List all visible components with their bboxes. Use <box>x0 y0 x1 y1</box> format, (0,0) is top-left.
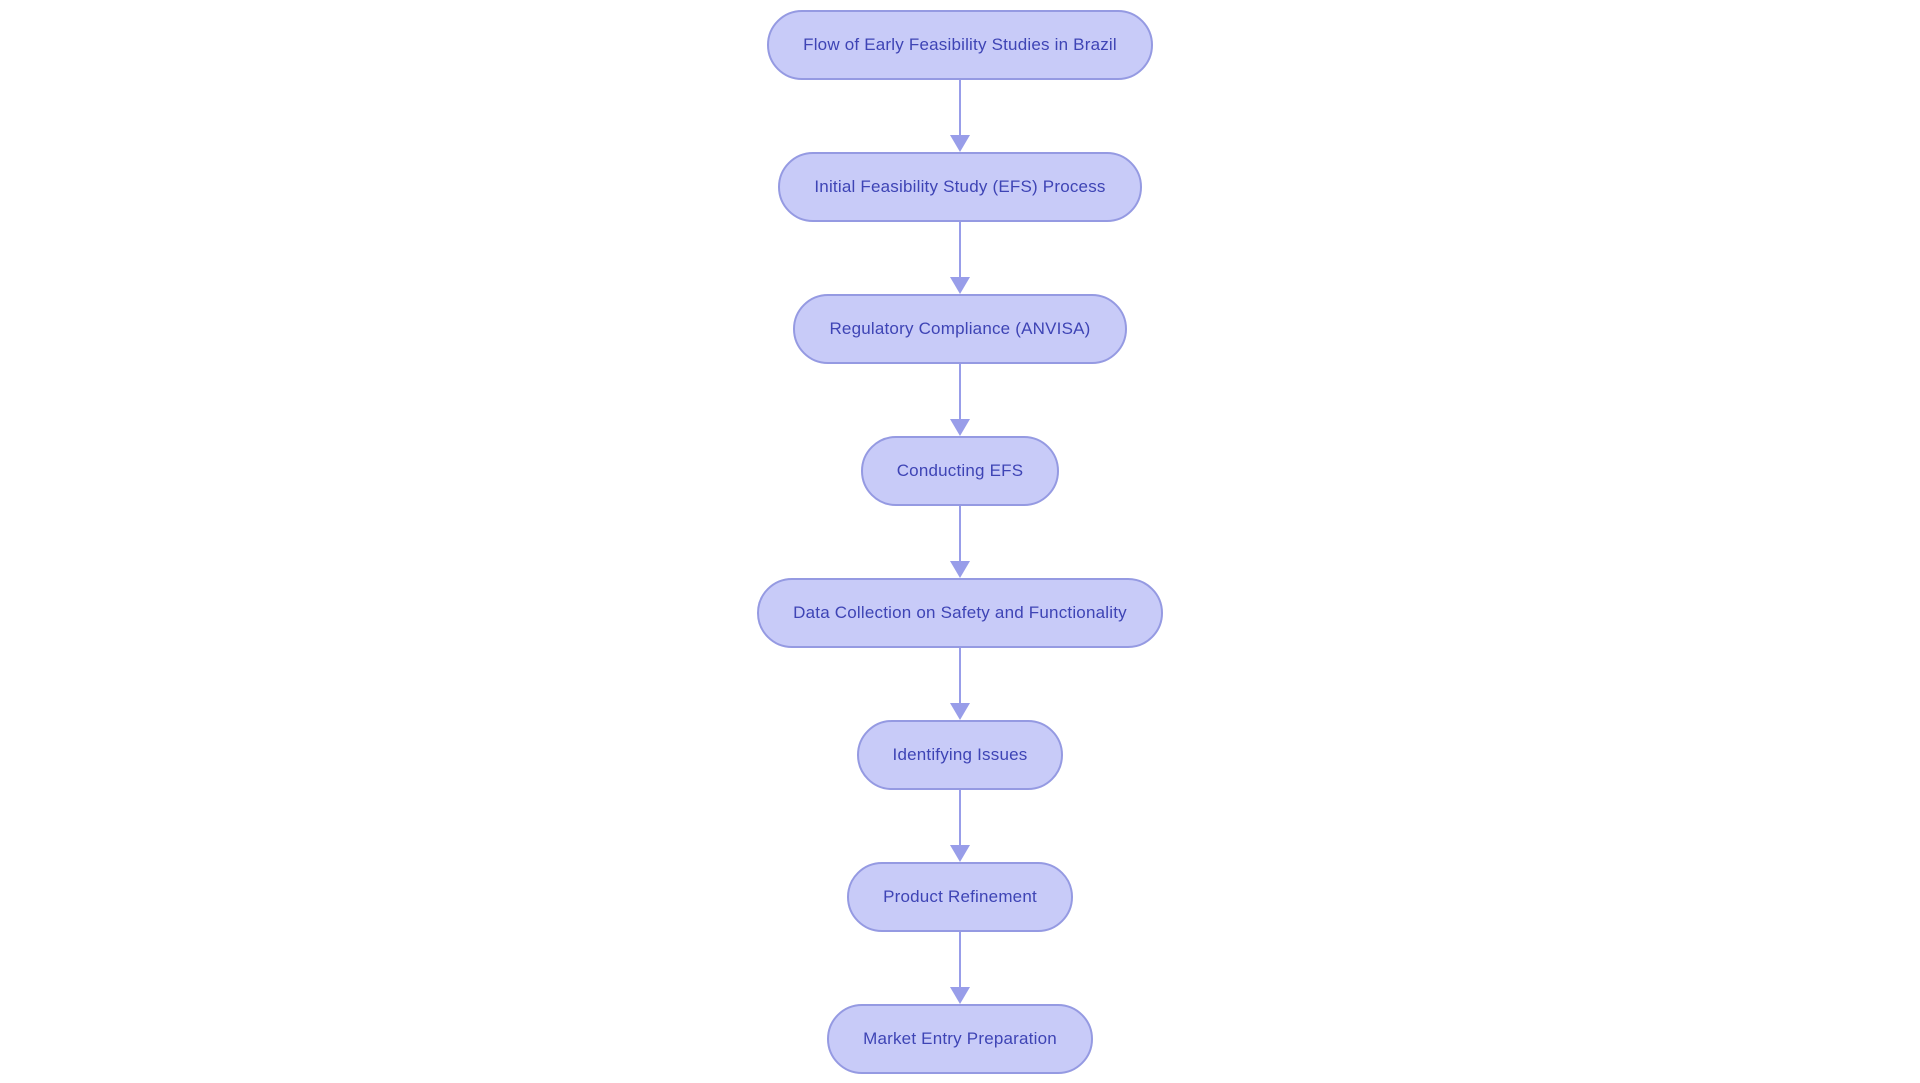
flowchart-node-efs-process[interactable]: Initial Feasibility Study (EFS) Process <box>778 152 1142 222</box>
arrow-head-icon <box>950 419 970 436</box>
flowchart-node-label: Market Entry Preparation <box>863 1029 1057 1048</box>
down-arrow-connector <box>950 790 970 862</box>
flowchart-node-product-refinement[interactable]: Product Refinement <box>847 862 1073 932</box>
arrow-line <box>959 648 961 704</box>
arrow-head-icon <box>950 987 970 1004</box>
arrow-head-icon <box>950 135 970 152</box>
flowchart-node-market-entry[interactable]: Market Entry Preparation <box>827 1004 1093 1074</box>
flowchart-node-label: Product Refinement <box>883 887 1037 906</box>
down-arrow-connector <box>950 648 970 720</box>
down-arrow-connector <box>950 80 970 152</box>
flowchart-node-label: Flow of Early Feasibility Studies in Bra… <box>803 35 1117 54</box>
arrow-line <box>959 790 961 846</box>
arrow-head-icon <box>950 845 970 862</box>
flowchart-node-label: Regulatory Compliance (ANVISA) <box>829 319 1091 338</box>
arrow-head-icon <box>950 703 970 720</box>
arrow-line <box>959 364 961 420</box>
down-arrow-connector <box>950 506 970 578</box>
flowchart-node-data-collection[interactable]: Data Collection on Safety and Functional… <box>757 578 1163 648</box>
flowchart-node-label: Initial Feasibility Study (EFS) Process <box>814 177 1106 196</box>
flowchart-node-label: Conducting EFS <box>896 461 1024 480</box>
down-arrow-connector <box>950 932 970 1004</box>
arrow-head-icon <box>950 277 970 294</box>
arrow-head-icon <box>950 561 970 578</box>
arrow-line <box>959 932 961 988</box>
arrow-line <box>959 506 961 562</box>
arrow-line <box>959 80 961 136</box>
flowchart-node-title[interactable]: Flow of Early Feasibility Studies in Bra… <box>767 10 1153 80</box>
down-arrow-connector <box>950 222 970 294</box>
down-arrow-connector <box>950 364 970 436</box>
flowchart-node-regulatory-compliance[interactable]: Regulatory Compliance (ANVISA) <box>793 294 1127 364</box>
arrow-line <box>959 222 961 278</box>
flowchart-node-label: Data Collection on Safety and Functional… <box>793 603 1127 622</box>
flowchart-node-label: Identifying Issues <box>892 745 1028 764</box>
flowchart-node-identifying-issues[interactable]: Identifying Issues <box>856 720 1064 790</box>
flowchart-node-conducting-efs[interactable]: Conducting EFS <box>860 436 1060 506</box>
